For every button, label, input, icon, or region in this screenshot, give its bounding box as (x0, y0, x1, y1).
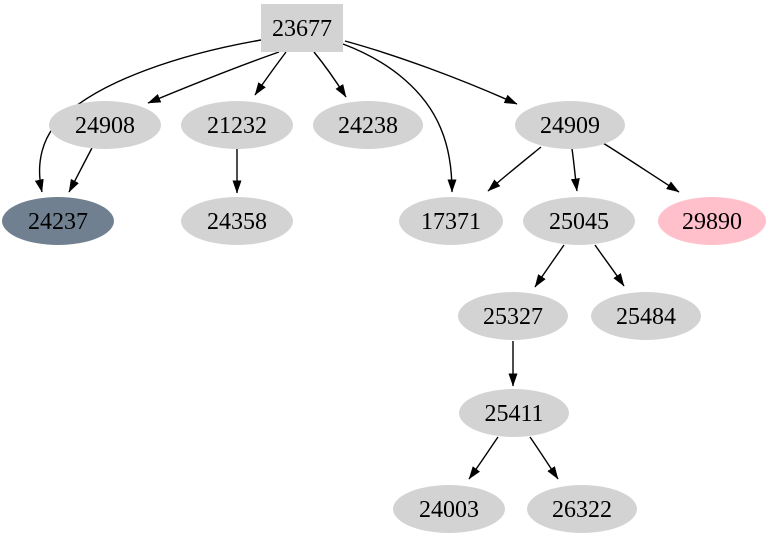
node-25327-label: 25327 (483, 304, 543, 330)
edge-23677-24237 (34, 39, 262, 193)
node-25045-label: 25045 (549, 209, 609, 235)
edge-25045-25484 (594, 244, 625, 287)
edge-25411-24003 (468, 436, 499, 480)
node-26322: 26322 (527, 485, 637, 533)
node-24909: 24909 (515, 101, 625, 149)
node-23677-label: 23677 (272, 16, 332, 42)
node-24003: 24003 (393, 485, 505, 533)
edge-25045-25327 (534, 244, 565, 288)
node-17371-shape (399, 197, 503, 245)
edge-25411-26322 (529, 436, 559, 480)
node-21232-shape (181, 101, 293, 149)
node-24358-shape (181, 197, 293, 245)
edge-24909-29890 (602, 142, 680, 193)
node-25045: 25045 (523, 197, 635, 245)
node-25484: 25484 (591, 292, 701, 340)
node-26322-label: 26322 (552, 497, 612, 523)
node-25045-shape (523, 197, 635, 245)
node-23677-shape (261, 4, 343, 52)
node-17371: 17371 (399, 197, 503, 245)
edge-23677-21232 (254, 51, 287, 96)
node-24237-label: 24237 (28, 209, 88, 235)
node-23677: 23677 (261, 4, 343, 52)
edge-24909-25045 (570, 148, 580, 192)
edge-23677-24238 (313, 51, 347, 98)
node-25484-shape (591, 292, 701, 340)
node-17371-label: 17371 (421, 209, 481, 235)
node-24908: 24908 (49, 101, 161, 149)
node-24238-shape (313, 101, 423, 149)
node-25327-shape (458, 292, 568, 340)
node-25484-label: 25484 (616, 304, 676, 330)
node-25411: 25411 (459, 389, 569, 437)
edge-23677-24908 (147, 51, 280, 104)
node-21232: 21232 (181, 101, 293, 149)
node-25327: 25327 (458, 292, 568, 340)
edge-23677-17371 (342, 43, 457, 193)
node-24237: 24237 (2, 197, 114, 245)
node-24003-label: 24003 (419, 497, 479, 523)
node-24358: 24358 (181, 197, 293, 245)
edge-layer (34, 39, 680, 480)
node-24358-label: 24358 (207, 209, 267, 235)
node-24909-label: 24909 (540, 113, 600, 139)
node-25411-shape (459, 389, 569, 437)
edge-24909-17371 (487, 146, 542, 192)
node-24909-shape (515, 101, 625, 149)
node-24908-label: 24908 (75, 113, 135, 139)
node-29890-shape (658, 197, 766, 245)
node-26322-shape (527, 485, 637, 533)
node-24908-shape (49, 101, 161, 149)
node-24003-shape (393, 485, 505, 533)
node-24238-label: 24238 (338, 113, 398, 139)
node-29890-label: 29890 (682, 209, 742, 235)
edge-23677-24909 (344, 40, 518, 105)
node-29890: 29890 (658, 197, 766, 245)
node-21232-label: 21232 (207, 113, 267, 139)
node-24238: 24238 (313, 101, 423, 149)
node-25411-label: 25411 (484, 401, 543, 427)
node-layer: 23677 24908 21232 24238 24909 24237 24358 17371… (2, 4, 766, 533)
edge-24908-24237 (68, 147, 93, 193)
node-24237-shape (2, 197, 114, 245)
